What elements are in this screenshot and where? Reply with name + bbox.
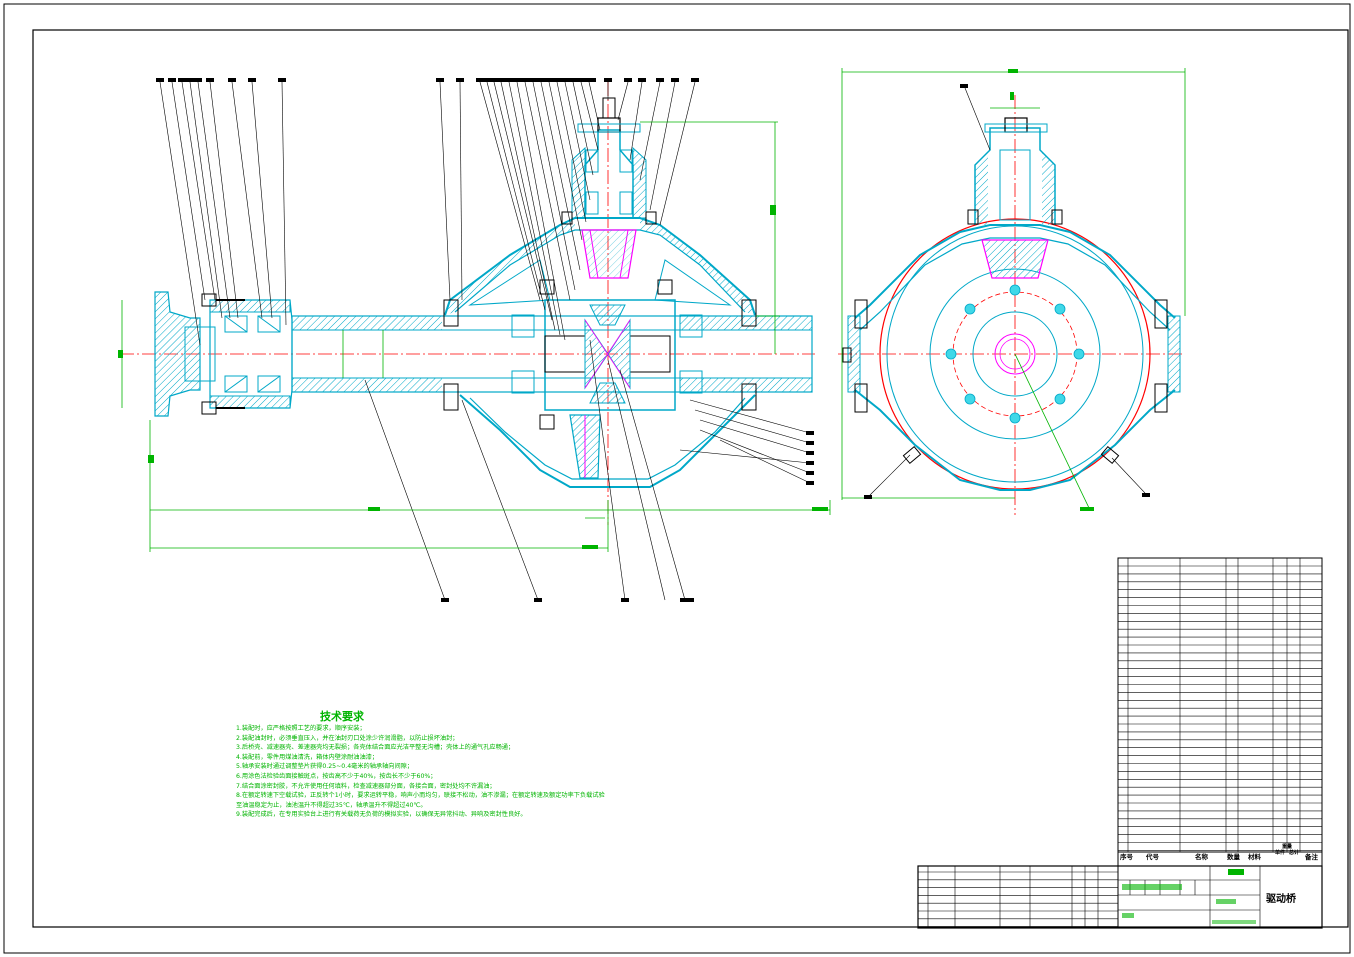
title-block-green-marks — [1122, 869, 1256, 924]
outer-frame — [3, 3, 1351, 954]
bom-header-weight: 重量 — [1282, 844, 1293, 850]
bom-header-total: 总计 — [1289, 850, 1300, 856]
parts-list — [1117, 557, 1323, 867]
bom-header-remark: 备注 — [1305, 853, 1318, 861]
tech-requirement-4: 4.装配前，零件用煤油清洗，箱体内壁涂耐油油漆； — [236, 753, 379, 761]
tech-requirement-3: 3.后桥壳、减速器壳、差速器壳均无裂损；各壳体结合面应光洁平整无沟槽；壳体上的通… — [236, 744, 515, 752]
section-view — [118, 78, 831, 602]
drawing-name: 驱动桥 — [1266, 894, 1296, 905]
bom-header-name: 名称 — [1195, 853, 1208, 861]
tech-requirement-8: 8.在额定转速下空载试验，正反转个1小时，要求运转平稳，响声小而均匀，联接不松动… — [236, 792, 605, 809]
tech-requirement-7: 7.结合面涂密封胶，不允许使用任何填料，检查减速器部分面，各接合面，密封处均不许… — [236, 782, 496, 790]
tech-requirement-5: 5.轴承安装时通过调整垫片获得0.25~0.4毫米的轴承轴向间隙； — [236, 763, 414, 771]
inner-frame — [32, 29, 1349, 928]
tech-requirements-title: 技术要求 — [320, 710, 364, 723]
flange — [154, 291, 201, 417]
bom-header-code: 代号 — [1146, 853, 1159, 861]
bom-header-unit: 单件 — [1275, 850, 1286, 856]
tech-requirements-list: 1.装配时，应严格按照工艺的要求，顺序安装； 2.装配油封时，必须垂直压入，并在… — [236, 724, 608, 820]
tech-requirement-1: 1.装配时，应严格按照工艺的要求，顺序安装； — [236, 725, 366, 732]
bom-header-material: 材料 — [1248, 853, 1261, 861]
bom-header-index: 序号 — [1120, 853, 1133, 861]
tech-requirement-6: 6.用涂色法检验齿面接触斑点，按齿高不少于40%，按齿长不少于60%； — [236, 772, 437, 780]
tech-requirement-9: 9.装配完成后，在专用实验台上进行有关载荷无负荷的模拟实验，以确保无异常抖动、异… — [236, 811, 527, 819]
bom-header-qty: 数量 — [1227, 853, 1240, 861]
title-block — [917, 865, 1323, 929]
end-view — [838, 68, 1186, 515]
tech-requirement-2: 2.装配油封时，必须垂直压入，并在油封刃口处涂少许润滑脂，以防止损坏油封； — [236, 734, 459, 742]
